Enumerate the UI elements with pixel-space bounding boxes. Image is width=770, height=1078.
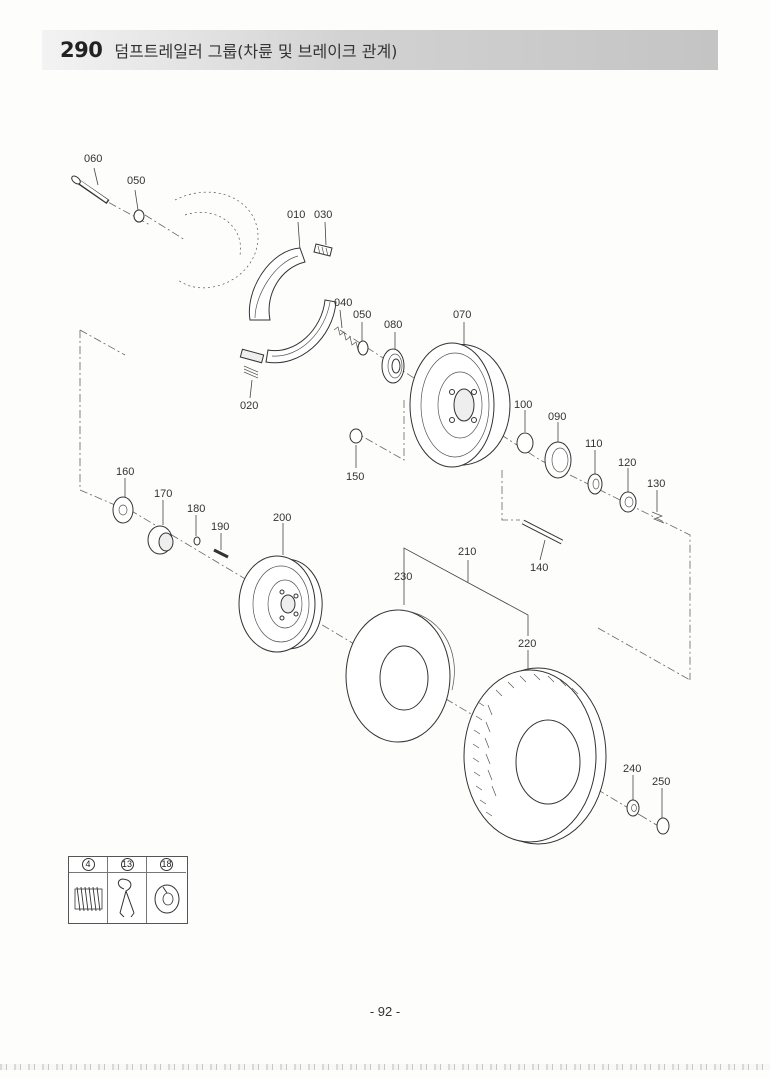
bearing-090 bbox=[544, 441, 572, 479]
leader-lines bbox=[93, 167, 663, 818]
label-040: 040 bbox=[334, 297, 352, 309]
legend-box: 4 13 18 bbox=[68, 856, 188, 924]
spring-icon bbox=[74, 886, 103, 912]
bearing-080 bbox=[381, 348, 405, 384]
page-title: 덤프트레일러 그룹(차륜 및 브레이크 관계) bbox=[114, 42, 398, 61]
castle-nut-120 bbox=[619, 491, 637, 513]
bearing-cup-100 bbox=[516, 432, 534, 454]
bolt-190 bbox=[213, 548, 229, 559]
cotter-pin-icon bbox=[117, 878, 135, 918]
section-number: 290 bbox=[60, 38, 103, 62]
label-130: 130 bbox=[647, 478, 665, 490]
wheel-rim-200 bbox=[238, 555, 323, 653]
washer-110 bbox=[587, 473, 603, 495]
inner-tube-230 bbox=[345, 609, 455, 743]
bolt-060 bbox=[71, 175, 110, 205]
label-180: 180 bbox=[187, 503, 205, 515]
legend-number: 4 bbox=[81, 858, 95, 871]
scan-artifact bbox=[0, 1064, 770, 1070]
label-070: 070 bbox=[453, 309, 471, 321]
label-100: 100 bbox=[514, 399, 532, 411]
label-170: 170 bbox=[154, 488, 172, 500]
nut-050-middle bbox=[357, 340, 369, 356]
nut-250 bbox=[656, 817, 670, 835]
brake-drum-070 bbox=[409, 342, 511, 468]
label-230: 230 bbox=[394, 571, 412, 583]
legend-item-cotter-pin: 13 bbox=[108, 857, 147, 923]
label-060: 060 bbox=[84, 153, 102, 165]
label-050-top: 050 bbox=[127, 175, 145, 187]
label-110: 110 bbox=[585, 438, 603, 450]
plate-160 bbox=[112, 496, 134, 524]
brake-shoe-assembly bbox=[239, 243, 337, 379]
label-210: 210 bbox=[458, 546, 476, 558]
label-030: 030 bbox=[314, 209, 332, 221]
label-220: 220 bbox=[518, 638, 536, 650]
label-250: 250 bbox=[652, 776, 670, 788]
hub-cap-170 bbox=[147, 525, 174, 555]
label-010: 010 bbox=[287, 209, 305, 221]
legend-item-spring: 4 bbox=[69, 857, 108, 923]
page-header: 290 덤프트레일러 그룹(차륜 및 브레이크 관계) bbox=[42, 30, 718, 70]
legend-item-lock-washer: 18 bbox=[147, 857, 186, 923]
label-150: 150 bbox=[346, 471, 364, 483]
washer-240 bbox=[626, 799, 640, 817]
legend-number: 13 bbox=[120, 858, 134, 871]
label-160: 160 bbox=[116, 466, 134, 478]
legend-number: 18 bbox=[160, 858, 173, 871]
label-020: 020 bbox=[240, 400, 258, 412]
part-labels: 060 050 010 030 040 050 080 070 020 100 … bbox=[84, 153, 670, 788]
label-190: 190 bbox=[211, 521, 229, 533]
label-140: 140 bbox=[530, 562, 548, 574]
stud-140 bbox=[521, 519, 564, 545]
label-050-middle: 050 bbox=[353, 309, 371, 321]
tire-220 bbox=[463, 667, 607, 845]
washer-180 bbox=[193, 536, 201, 546]
page-number: - 92 - bbox=[369, 1004, 401, 1019]
nut-150 bbox=[349, 428, 363, 444]
label-200: 200 bbox=[273, 512, 291, 524]
label-090: 090 bbox=[548, 411, 566, 423]
lock-washer-icon bbox=[154, 884, 180, 914]
nut-050-top bbox=[133, 209, 145, 223]
cotter-pin-130 bbox=[651, 511, 665, 524]
background-drum-outline bbox=[174, 191, 259, 289]
label-120: 120 bbox=[618, 457, 636, 469]
label-240: 240 bbox=[623, 763, 641, 775]
label-080: 080 bbox=[384, 319, 402, 331]
spring-040 bbox=[333, 326, 359, 351]
